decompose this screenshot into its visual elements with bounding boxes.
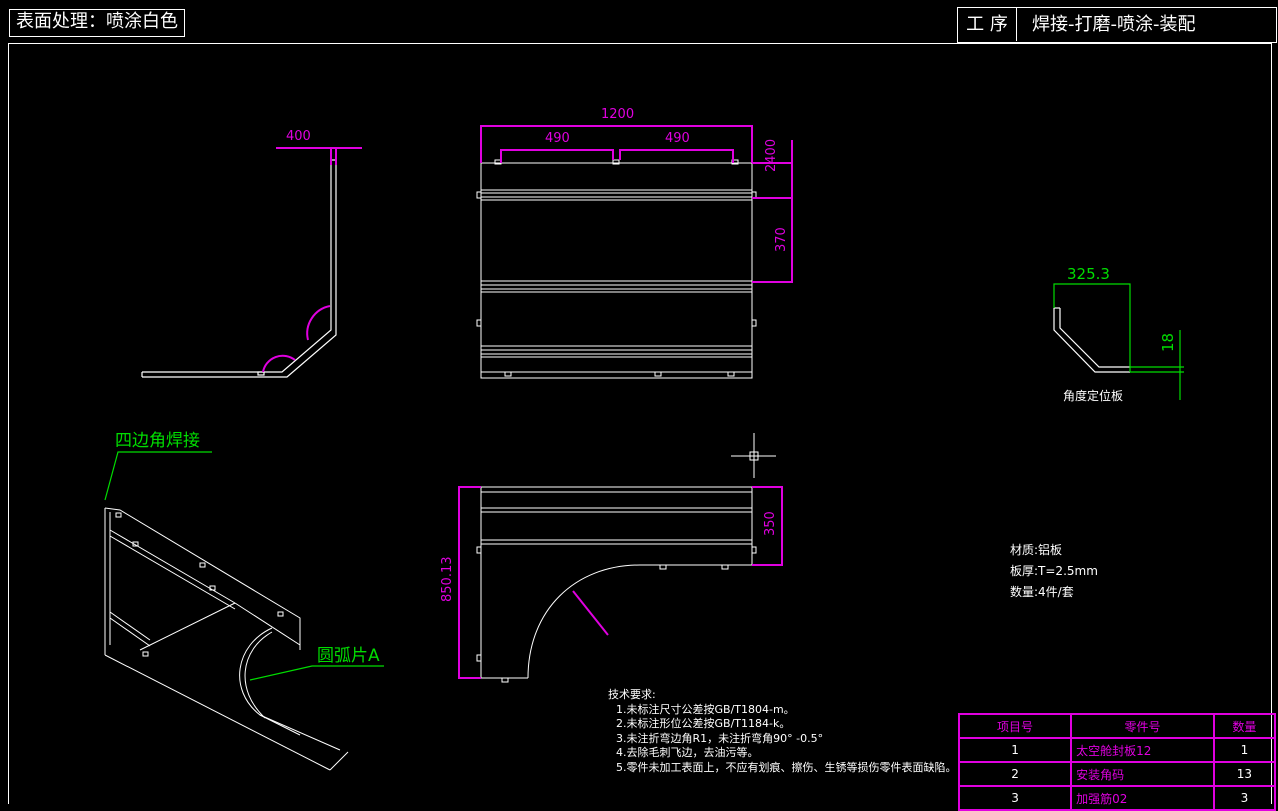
top-view-dims [480, 125, 793, 283]
material-thickness: 板厚:T=2.5mm [1010, 564, 1098, 578]
surface-treatment-label: 表面处理：喷涂白色 [9, 9, 185, 37]
table-row: 3 加强筋02 3 [957, 785, 1277, 811]
annotation-corner-weld: 四边角焊接 [115, 431, 200, 451]
header-item-no: 项目号 [957, 713, 1073, 739]
surface-treatment-text: 表面处理：喷涂白色 [16, 11, 178, 32]
tech-item-2: 2.未标注形位公差按GB/T1184-k。 [616, 717, 791, 730]
row3-item: 3 [957, 785, 1073, 811]
dim-top-overall: 1200 [601, 107, 635, 122]
tech-item-1: 1.未标注尺寸公差按GB/T1804-m。 [616, 702, 795, 716]
header-part-no: 零件号 [1070, 713, 1215, 739]
dim-top-right: 490 [665, 131, 690, 146]
drawing-frame [8, 43, 1272, 804]
row1-part: 太空舱封板12 [1070, 737, 1215, 763]
table-row: 1 太空舱封板12 1 [957, 737, 1277, 763]
process-value: 焊接-打磨-喷涂-装配 [1032, 14, 1196, 35]
center-mark [731, 433, 776, 478]
row2-part: 安装角码 [1070, 761, 1215, 787]
row2-qty: 13 [1212, 761, 1277, 787]
row2-item: 2 [957, 761, 1073, 787]
side-view [141, 159, 337, 378]
isometric-view [104, 507, 349, 771]
tech-item-3: 3.未注折弯边角R1，未注折弯角90° -0.5° [616, 731, 824, 745]
tech-title: 技术要求: [608, 688, 656, 701]
front-view [476, 486, 757, 683]
table-row: 2 安装角码 13 [957, 761, 1277, 787]
dim-bracket-width: 325.3 [1067, 265, 1110, 283]
dim-top-left: 490 [545, 131, 570, 146]
parts-table-header: 项目号 零件号 数量 [957, 713, 1277, 739]
dim-top-v1: 2400 [764, 138, 779, 172]
annotation-arc-piece: 圆弧片A [317, 646, 380, 666]
row3-qty: 3 [1212, 785, 1277, 811]
material-block: 材质:铝板 板厚:T=2.5mm 数量:4件/套 [1010, 540, 1098, 603]
header-qty: 数量 [1212, 713, 1277, 739]
row1-item: 1 [957, 737, 1073, 763]
material-quantity: 数量:4件/套 [1010, 585, 1074, 599]
dim-front-right: 350 [763, 511, 778, 536]
tech-item-4: 4.去除毛刺飞边，去油污等。 [616, 746, 759, 759]
material-type: 材质:铝板 [1010, 543, 1063, 557]
row1-qty: 1 [1212, 737, 1277, 763]
bracket-dims [1053, 283, 1184, 400]
bracket-caption: 角度定位板 [1063, 389, 1124, 403]
bracket-view [1053, 307, 1130, 373]
parts-table: 项目号 零件号 数量 1 太空舱封板12 1 2 安装角码 13 3 加强筋02… [957, 713, 1277, 811]
row3-part: 加强筋02 [1070, 785, 1215, 811]
tech-item-5: 5.零件未加工表面上，不应有划痕、擦伤、生锈等损伤零件表面缺陷。 [616, 760, 957, 774]
top-view [476, 159, 757, 379]
front-view-dims [458, 486, 783, 679]
dim-bracket-height: 18 [1159, 332, 1177, 352]
process-box: 工 序 焊接-打磨-喷涂-装配 [957, 7, 1277, 43]
dim-front-height: 850.13 [440, 556, 455, 603]
iso-leaders [104, 451, 384, 681]
process-label: 工 序 [958, 8, 1017, 41]
dim-side-top: 400 [286, 129, 311, 144]
side-view-dims [262, 147, 362, 373]
tech-requirements: 技术要求: 1.未标注尺寸公差按GB/T1804-m。 2.未标注形位公差按GB… [608, 688, 957, 775]
dim-top-v2: 370 [774, 227, 789, 252]
